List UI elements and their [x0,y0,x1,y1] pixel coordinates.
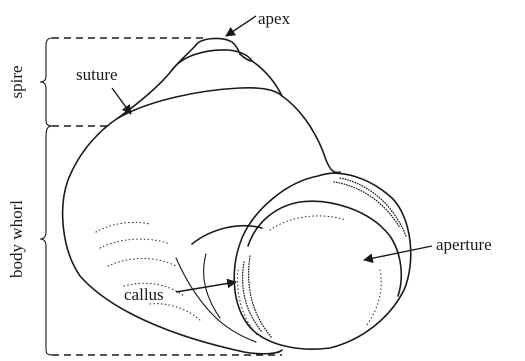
interior-stipple-1 [270,216,346,230]
spire-left-edge [118,45,196,118]
suture-arrow [112,88,131,114]
columella-edge [192,226,262,244]
label-aperture: aperture [436,235,492,254]
body-stipple-1 [96,222,150,232]
label-callus: callus [124,285,164,304]
callus-edge [176,258,256,342]
interior-stipple-2 [366,270,381,326]
measurement-guides [40,38,282,355]
label-aperture-group: aperture [364,235,492,260]
body-whorl-brace [40,126,52,355]
aperture-lip-stipple-2 [340,178,406,236]
label-apex-group: apex [226,9,291,36]
body-stipple-5 [150,304,202,322]
callus-stipple-2 [249,256,272,338]
spire-brace [40,38,52,126]
spire-whorl-2-suture [118,88,282,118]
apex-arrow [226,16,256,36]
label-spire: spire [7,65,26,98]
label-suture-group: suture [76,65,131,114]
body-whorl-right-edge [282,96,340,173]
body-stipple-2 [100,239,170,248]
aperture-arrow [364,246,432,260]
callus-stipple-3 [238,270,258,336]
aperture-inner-lip [248,201,401,296]
label-apex: apex [258,9,291,28]
body-whorl-outline [63,118,282,354]
shell [63,38,411,353]
spire-right-edge [240,54,282,96]
body-stipple-3 [108,259,176,267]
spire-whorl-1 [172,50,252,70]
aperture-outline [234,173,411,349]
label-suture: suture [76,65,118,84]
label-body-whorl: body whorl [7,200,26,278]
